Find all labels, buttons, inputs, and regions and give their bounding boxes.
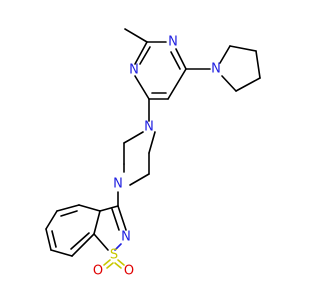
bond-benz-3 bbox=[45, 210, 58, 230]
atom-o-left: O bbox=[93, 264, 103, 279]
bond-c4-c5 bbox=[167, 68, 187, 100]
bond-benz-5 bbox=[50, 249, 73, 257]
bond-pip-6 bbox=[148, 131, 156, 154]
bond-benz-1 bbox=[78, 204, 101, 212]
bond-benz-4-double bbox=[51, 230, 57, 248]
bond-pyr-5 bbox=[221, 75, 237, 92]
atom-s-sulfonyl: S bbox=[110, 248, 118, 263]
bond-pip-1 bbox=[123, 131, 144, 144]
bond-benz-6-double bbox=[70, 232, 90, 250]
bond-n2-s bbox=[114, 243, 122, 251]
bond-s-o-right-b bbox=[114, 262, 122, 269]
bond-benz-2-double bbox=[60, 210, 78, 217]
bond-c3-c3a bbox=[99, 205, 119, 212]
bond-c3-n2 bbox=[117, 205, 127, 231]
bond-c6-n1 bbox=[134, 75, 150, 100]
atom-o-right: O bbox=[124, 264, 134, 279]
bond-pyr-3 bbox=[255, 50, 261, 79]
bond-s-o-left-b bbox=[106, 262, 114, 269]
atom-n-pyrrolidine: N bbox=[211, 62, 221, 77]
bond-benz-4 bbox=[45, 228, 52, 251]
bond-pyr-4 bbox=[235, 77, 261, 92]
bond-s-o-left-a bbox=[103, 259, 111, 266]
bond-n3-c4-double bbox=[170, 51, 181, 70]
structure-diagram: N N N N N N S O O bbox=[45, 28, 261, 279]
bond-pip-4 bbox=[129, 173, 150, 186]
bond-c3a-c7a bbox=[93, 210, 101, 235]
bond-c7a-s bbox=[93, 233, 109, 251]
atom-n-piperazine-bottom: N bbox=[113, 177, 123, 192]
bond-benz-6 bbox=[71, 233, 95, 257]
bond-c2-n1 bbox=[134, 41, 148, 65]
bond-methyl bbox=[124, 28, 148, 43]
bond-pyr-2 bbox=[229, 45, 257, 52]
atom-n-pyrimidine-bottom: N bbox=[129, 63, 139, 78]
atom-n-pyrimidine-top: N bbox=[168, 35, 178, 50]
atom-n-piperazine-top: N bbox=[144, 120, 154, 135]
bond-c3-n2-double bbox=[111, 208, 120, 231]
molecule-canvas: N N N N N N S O O bbox=[45, 28, 261, 279]
atom-n-isothiazole: N bbox=[121, 230, 131, 245]
bond-s-o-right-a bbox=[117, 259, 125, 266]
bond-benz-2 bbox=[56, 204, 80, 212]
bond-pyr-1 bbox=[219, 45, 231, 64]
bond-c2-n1-double bbox=[139, 46, 151, 65]
bond-n3-c4 bbox=[175, 48, 187, 70]
